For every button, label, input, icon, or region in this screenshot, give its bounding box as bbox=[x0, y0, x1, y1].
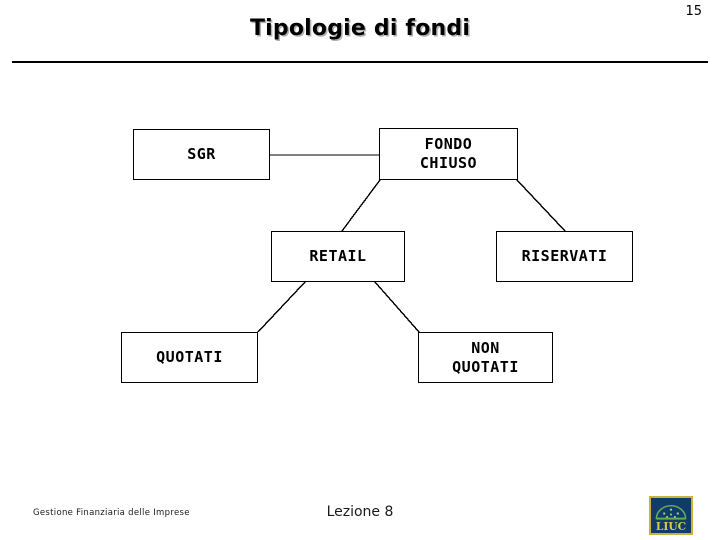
node-sgr-label: SGR bbox=[187, 145, 216, 164]
edge-retail-quotati bbox=[257, 281, 306, 333]
page-title: Tipologie di fondi bbox=[249, 16, 471, 41]
footer-course-name: Gestione Finanziaria delle Imprese bbox=[33, 508, 190, 518]
liuc-logo-text: LIUC bbox=[656, 520, 686, 533]
edge-retail-nonquotati bbox=[374, 281, 420, 333]
node-sgr[interactable]: SGR bbox=[133, 129, 270, 180]
node-non-quotati-label: NON QUOTATI bbox=[452, 338, 519, 376]
node-riservati[interactable]: RISERVATI bbox=[496, 231, 633, 282]
node-fondo-chiuso-label: FONDO CHIUSO bbox=[419, 135, 478, 172]
page-number: 15 bbox=[685, 4, 702, 19]
edge-fondo-retail bbox=[341, 179, 381, 232]
footer-lecture-label: Lezione 8 bbox=[326, 504, 394, 520]
node-quotati-label: QUOTATI bbox=[156, 348, 223, 367]
node-riservati-label: RISERVATI bbox=[521, 247, 608, 266]
node-retail-label: RETAIL bbox=[309, 247, 367, 266]
liuc-logo-icon: LIUC bbox=[649, 496, 693, 535]
title-divider bbox=[12, 61, 708, 63]
edge-fondo-riservati bbox=[516, 179, 566, 232]
node-retail[interactable]: RETAIL bbox=[271, 231, 405, 282]
node-quotati[interactable]: QUOTATI bbox=[121, 332, 258, 383]
node-fondo-chiuso[interactable]: FONDO CHIUSO bbox=[379, 128, 518, 180]
node-non-quotati[interactable]: NON QUOTATI bbox=[418, 332, 553, 383]
